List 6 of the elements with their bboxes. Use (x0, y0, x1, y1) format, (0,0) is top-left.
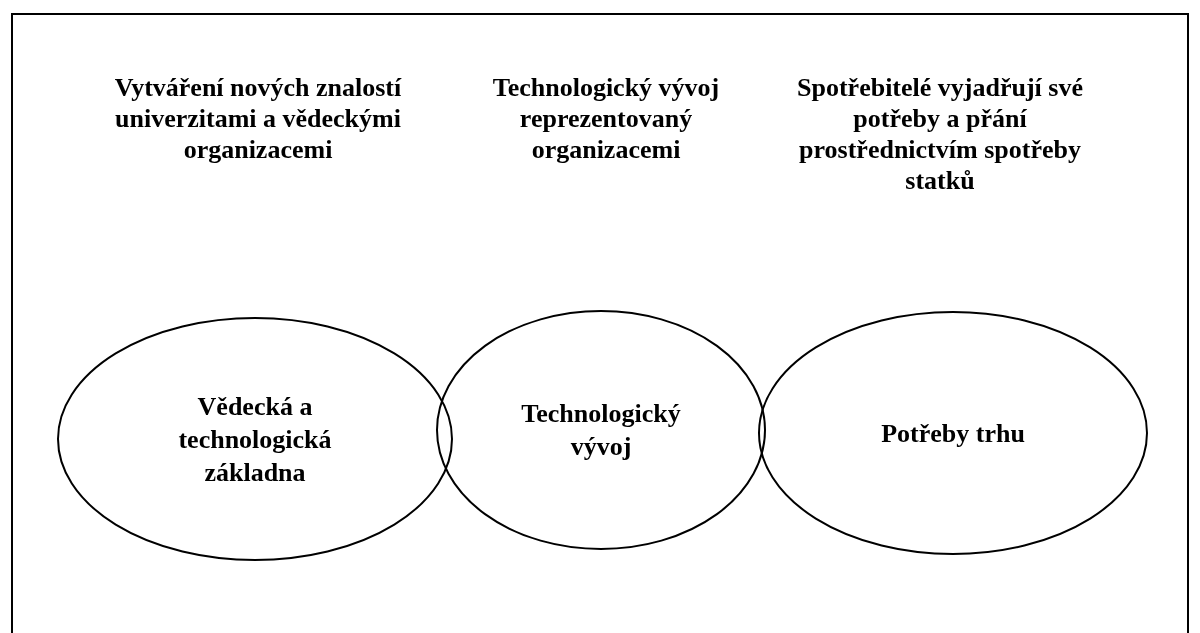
heading-text: Spotřebitelé vyjadřují své potřeby a přání prostřednictvím spotřeby statků (796, 72, 1084, 196)
ellipse-label: Vědecká a technologická základna (177, 390, 333, 489)
heading-text: Technologický vývoj reprezentovaný organizacemi (491, 72, 721, 165)
ellipse-label: Technologický vývoj (520, 398, 682, 463)
ellipse-label: Potřeby trhu (880, 417, 1026, 450)
heading-text: Vytváření nových znalostí univerzitami a vědeckými organizacemi (113, 72, 403, 165)
